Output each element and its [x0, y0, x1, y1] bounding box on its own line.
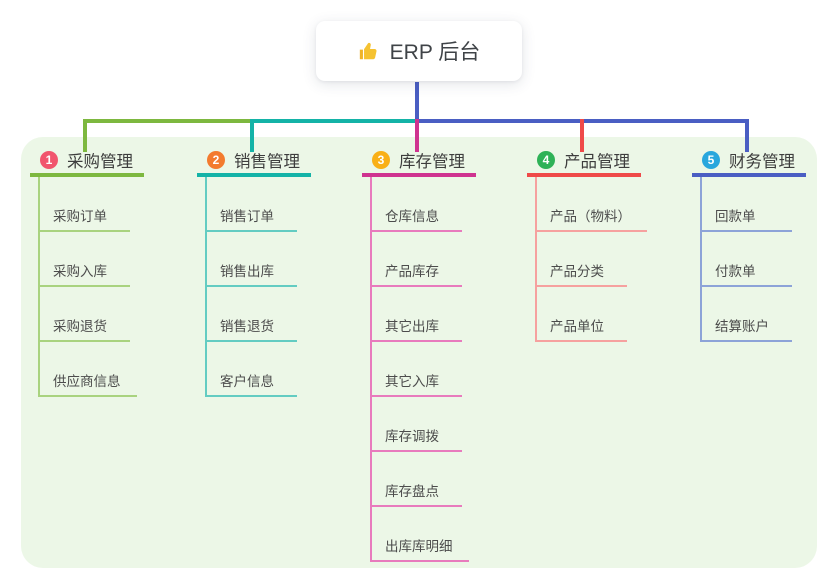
- branch-2-drop-line: [250, 119, 254, 152]
- branch-2-children: 销售订单销售出库销售退货客户信息: [205, 177, 311, 397]
- branch-3: 3 库存管理仓库信息产品库存其它出库其它入库库存调拨库存盘点出库库明细: [362, 146, 476, 562]
- branch-4-label: 产品管理: [564, 152, 630, 171]
- branch-1-child-node[interactable]: 供应商信息: [40, 342, 137, 397]
- branch-2-child-node[interactable]: 客户信息: [207, 342, 297, 397]
- branch-3-child-node[interactable]: 其它入库: [372, 342, 462, 397]
- mindmap-background-panel: [21, 137, 817, 568]
- branch-1: 1 采购管理采购订单采购入库采购退货供应商信息: [30, 146, 144, 397]
- branch-2-title-node[interactable]: 2 销售管理: [197, 146, 311, 177]
- branch-2-child-node[interactable]: 销售订单: [207, 177, 297, 232]
- branch-2-number-badge: 2: [207, 150, 225, 169]
- branch-3-child-node[interactable]: 产品库存: [372, 232, 462, 287]
- branch-3-children: 仓库信息产品库存其它出库其它入库库存调拨库存盘点出库库明细: [370, 177, 476, 562]
- branch-5-label: 财务管理: [729, 152, 795, 171]
- branch-5-child-node[interactable]: 付款单: [702, 232, 792, 287]
- branch-3-child-node[interactable]: 其它出库: [372, 287, 462, 342]
- branch-4-child-node[interactable]: 产品单位: [537, 287, 627, 342]
- root-node[interactable]: ERP 后台: [316, 21, 522, 81]
- branch-1-drop-line: [83, 119, 87, 152]
- branch-1-child-node[interactable]: 采购订单: [40, 177, 130, 232]
- branch-1-children: 采购订单采购入库采购退货供应商信息: [38, 177, 144, 397]
- branch-5-child-node[interactable]: 结算账户: [702, 287, 792, 342]
- branch-2-child-node[interactable]: 销售出库: [207, 232, 297, 287]
- branch-3-child-node[interactable]: 仓库信息: [372, 177, 462, 232]
- branch-3-title-node[interactable]: 3 库存管理: [362, 146, 476, 177]
- branch-4-child-node[interactable]: 产品分类: [537, 232, 627, 287]
- branch-2-label: 销售管理: [234, 152, 300, 171]
- branch-5-drop-line: [745, 119, 749, 152]
- branch-4-title-node[interactable]: 4 产品管理: [527, 146, 641, 177]
- branch-3-child-node[interactable]: 出库库明细: [372, 507, 469, 562]
- root-node-label: ERP 后台: [389, 41, 481, 64]
- thumbs-up-icon: [358, 40, 380, 62]
- branch-4-child-node[interactable]: 产品（物料）: [537, 177, 647, 232]
- branch-5-child-node[interactable]: 回款单: [702, 177, 792, 232]
- branch-1-connector-line: [83, 119, 250, 123]
- branch-2: 2 销售管理销售订单销售出库销售退货客户信息: [197, 146, 311, 397]
- branch-1-title-node[interactable]: 1 采购管理: [30, 146, 144, 177]
- branch-4-drop-line: [580, 119, 584, 152]
- branch-5-children: 回款单付款单结算账户: [700, 177, 806, 342]
- root-connector-line: [415, 82, 419, 123]
- branch-3-drop-line: [415, 119, 419, 152]
- branch-3-child-node[interactable]: 库存盘点: [372, 452, 462, 507]
- branch-1-child-node[interactable]: 采购退货: [40, 287, 130, 342]
- branch-2-child-node[interactable]: 销售退货: [207, 287, 297, 342]
- branch-4: 4 产品管理产品（物料）产品分类产品单位: [527, 146, 647, 342]
- branch-3-number-badge: 3: [372, 150, 390, 169]
- branch-5-title-node[interactable]: 5 财务管理: [692, 146, 806, 177]
- branch-1-label: 采购管理: [67, 152, 133, 171]
- branch-4-number-badge: 4: [537, 150, 555, 169]
- branch-1-child-node[interactable]: 采购入库: [40, 232, 130, 287]
- branch-3-child-node[interactable]: 库存调拨: [372, 397, 462, 452]
- branch-4-children: 产品（物料）产品分类产品单位: [535, 177, 647, 342]
- branch-2-connector-line: [250, 119, 415, 123]
- branch-5-number-badge: 5: [702, 150, 720, 169]
- branch-5: 5 财务管理回款单付款单结算账户: [692, 146, 806, 342]
- branch-3-label: 库存管理: [399, 152, 465, 171]
- branch-1-number-badge: 1: [40, 150, 58, 169]
